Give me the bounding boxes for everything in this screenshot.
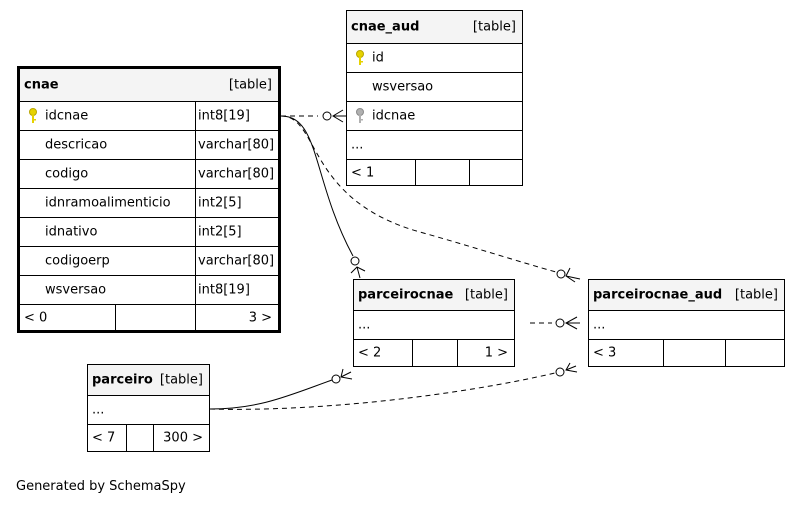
table-type-label: [table] xyxy=(472,19,516,35)
edge-cnae-parceirocnae-end xyxy=(350,256,360,266)
table-footer: < 0 3 > xyxy=(20,305,278,330)
column-name: wsversao xyxy=(372,79,434,95)
table-name: cnae xyxy=(24,77,59,93)
table-parceiro[interactable]: parceiro [table] ... < 7 300 > xyxy=(87,364,210,452)
more-columns: ... xyxy=(92,402,105,418)
table-header: parceirocnae_aud [table] xyxy=(589,280,784,311)
table-footer: < 1 xyxy=(347,160,522,185)
table-type-label: [table] xyxy=(228,77,272,93)
edge-cnae-parceirocnae xyxy=(280,115,354,257)
table-footer: < 3 xyxy=(589,340,784,366)
column-name: idnramoalimenticio xyxy=(45,195,171,211)
column-name: id xyxy=(372,50,384,66)
table-row: wsversao int8[19] xyxy=(20,276,278,305)
edge-cnae-cnae-aud-end xyxy=(322,111,332,121)
table-row: wsversao xyxy=(347,73,522,102)
edge-cnae-parceirocnae-crow xyxy=(350,266,366,279)
table-header: parceiro [table] xyxy=(88,365,209,396)
edge-parceiro-parceirocnae-aud-crow xyxy=(565,362,578,373)
generated-by-label: Generated by SchemaSpy xyxy=(16,479,186,494)
edge-parceirocnae-parceirocnae-aud-crow xyxy=(564,316,580,330)
table-row: ... xyxy=(354,311,514,340)
parents-count[interactable]: < 7 xyxy=(92,430,116,446)
table-name: parceirocnae xyxy=(358,287,454,303)
children-count[interactable]: 300 > xyxy=(163,430,203,446)
edge-parceiro-parceirocnae xyxy=(209,379,333,410)
edge-cnae-parceirocnae-aud-end xyxy=(556,269,566,279)
table-row: ... xyxy=(88,396,209,425)
column-name: idcnae xyxy=(45,108,89,124)
table-row: codigoerp varchar[80] xyxy=(20,247,278,276)
edge-parceirocnae-parceirocnae-aud-end xyxy=(555,318,565,328)
edge-cnae-cnae-aud-crow xyxy=(332,109,346,123)
column-name: codigoerp xyxy=(45,253,110,269)
more-columns: ... xyxy=(358,317,371,333)
column-name: idcnae xyxy=(372,108,416,124)
column-type: int8[19] xyxy=(198,108,250,124)
table-cnae[interactable]: cnae [table] idcnae int8[19] descricao v… xyxy=(17,66,281,333)
column-type: varchar[80] xyxy=(198,253,275,269)
table-row: idcnae int8[19] xyxy=(20,102,278,131)
table-name: parceirocnae_aud xyxy=(593,287,723,303)
table-row: idcnae xyxy=(347,102,522,131)
table-row: ... xyxy=(347,131,522,160)
parents-count[interactable]: < 3 xyxy=(593,345,617,361)
table-name: cnae_aud xyxy=(351,19,420,35)
table-row: idnativo int2[5] xyxy=(20,218,278,247)
column-name: descricao xyxy=(45,137,108,153)
table-header: parceirocnae [table] xyxy=(354,280,514,311)
column-type: int2[5] xyxy=(198,195,242,211)
table-row: id xyxy=(347,44,522,73)
edge-parceiro-parceirocnae-aud-end xyxy=(555,367,565,377)
table-parceirocnae[interactable]: parceirocnae [table] ... < 2 1 > xyxy=(353,279,515,367)
foreign-key-icon xyxy=(356,108,364,123)
table-type-label: [table] xyxy=(159,372,203,388)
column-name: wsversao xyxy=(45,282,107,298)
table-row: codigo varchar[80] xyxy=(20,160,278,189)
table-header: cnae_aud [table] xyxy=(347,11,522,44)
table-row: idnramoalimenticio int2[5] xyxy=(20,189,278,218)
column-type: int2[5] xyxy=(198,224,242,240)
table-type-label: [table] xyxy=(464,287,508,303)
table-row: ... xyxy=(589,311,784,340)
table-footer: < 7 300 > xyxy=(88,425,209,451)
children-count[interactable]: 1 > xyxy=(484,345,508,361)
children-count[interactable]: 3 > xyxy=(248,310,272,325)
table-footer: < 2 1 > xyxy=(354,340,514,366)
edge-cnae-parceirocnae-aud xyxy=(280,115,557,273)
primary-key-icon xyxy=(356,50,364,65)
column-type: varchar[80] xyxy=(198,166,275,182)
parents-count[interactable]: < 1 xyxy=(351,165,375,180)
parents-count[interactable]: < 2 xyxy=(358,345,382,361)
column-type: varchar[80] xyxy=(198,137,275,153)
column-name: codigo xyxy=(45,166,89,182)
column-name: idnativo xyxy=(45,224,98,240)
table-name: parceiro xyxy=(92,372,153,388)
column-type: int8[19] xyxy=(198,282,250,298)
primary-key-icon xyxy=(29,108,37,123)
parents-count[interactable]: < 0 xyxy=(24,310,48,325)
table-parceirocnae-aud[interactable]: parceirocnae_aud [table] ... < 3 xyxy=(588,279,785,367)
edge-parceiro-parceirocnae-crow xyxy=(340,368,353,380)
more-columns: ... xyxy=(593,317,606,333)
table-cnae-aud[interactable]: cnae_aud [table] id wsversao idcnae ... … xyxy=(346,10,523,186)
edge-cnae-parceirocnae-aud-crow xyxy=(565,267,581,283)
edge-parceiro-parceirocnae-end xyxy=(331,374,341,384)
table-type-label: [table] xyxy=(734,287,778,303)
table-header: cnae [table] xyxy=(20,69,278,102)
edge-parceiro-parceirocnae-aud xyxy=(209,372,556,410)
table-row: descricao varchar[80] xyxy=(20,131,278,160)
more-columns: ... xyxy=(351,137,364,153)
